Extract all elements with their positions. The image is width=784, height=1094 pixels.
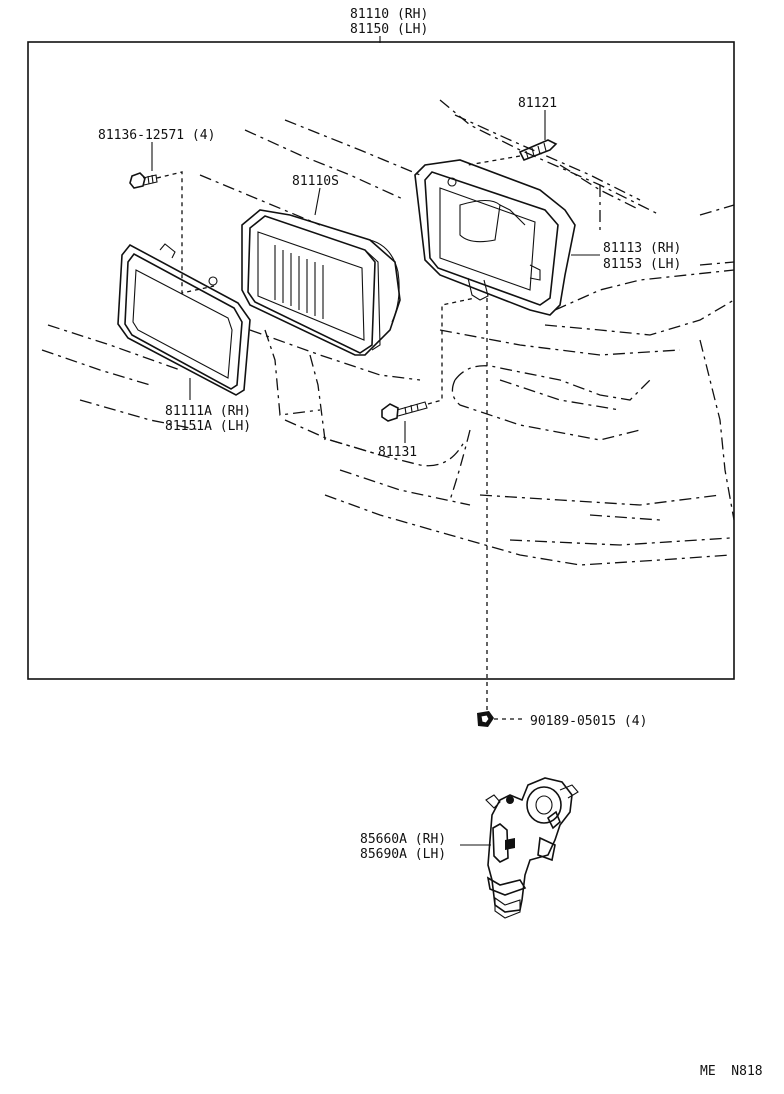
adjuster-lh-label: 85690A (LH) [360,847,446,862]
nut-icon [477,711,494,727]
unit-label: 81110S [292,174,339,189]
bolt-top-icon [518,139,558,162]
headlamp-unit [241,209,401,356]
assembly-lh-label: 81150 (LH) [350,22,428,37]
bolt-label: 81131 [378,445,417,460]
diagram-frame [27,41,735,680]
assembly-rh-label: 81110 (RH) [350,7,428,22]
adjuster-icon [485,777,579,919]
footer-code: ME N818 [700,1064,763,1079]
vehicle-body-outline [41,99,735,566]
rim-rh-label: 81111A (RH) [165,404,251,419]
bolt-top-label: 81121 [518,96,557,111]
rim-lh-label: 81151A (LH) [165,419,251,434]
adjuster-rh-label: 85660A (RH) [360,832,446,847]
headlamp-rim [117,243,251,396]
screw-label: 81136-12571 (4) [98,128,215,143]
headlamp-housing [414,159,576,316]
housing-rh-label: 81113 (RH) [603,241,681,256]
bolt-icon [381,401,428,422]
nut-label: 90189-05015 (4) [530,714,647,729]
housing-lh-label: 81153 (LH) [603,257,681,272]
screw-icon [129,172,158,189]
